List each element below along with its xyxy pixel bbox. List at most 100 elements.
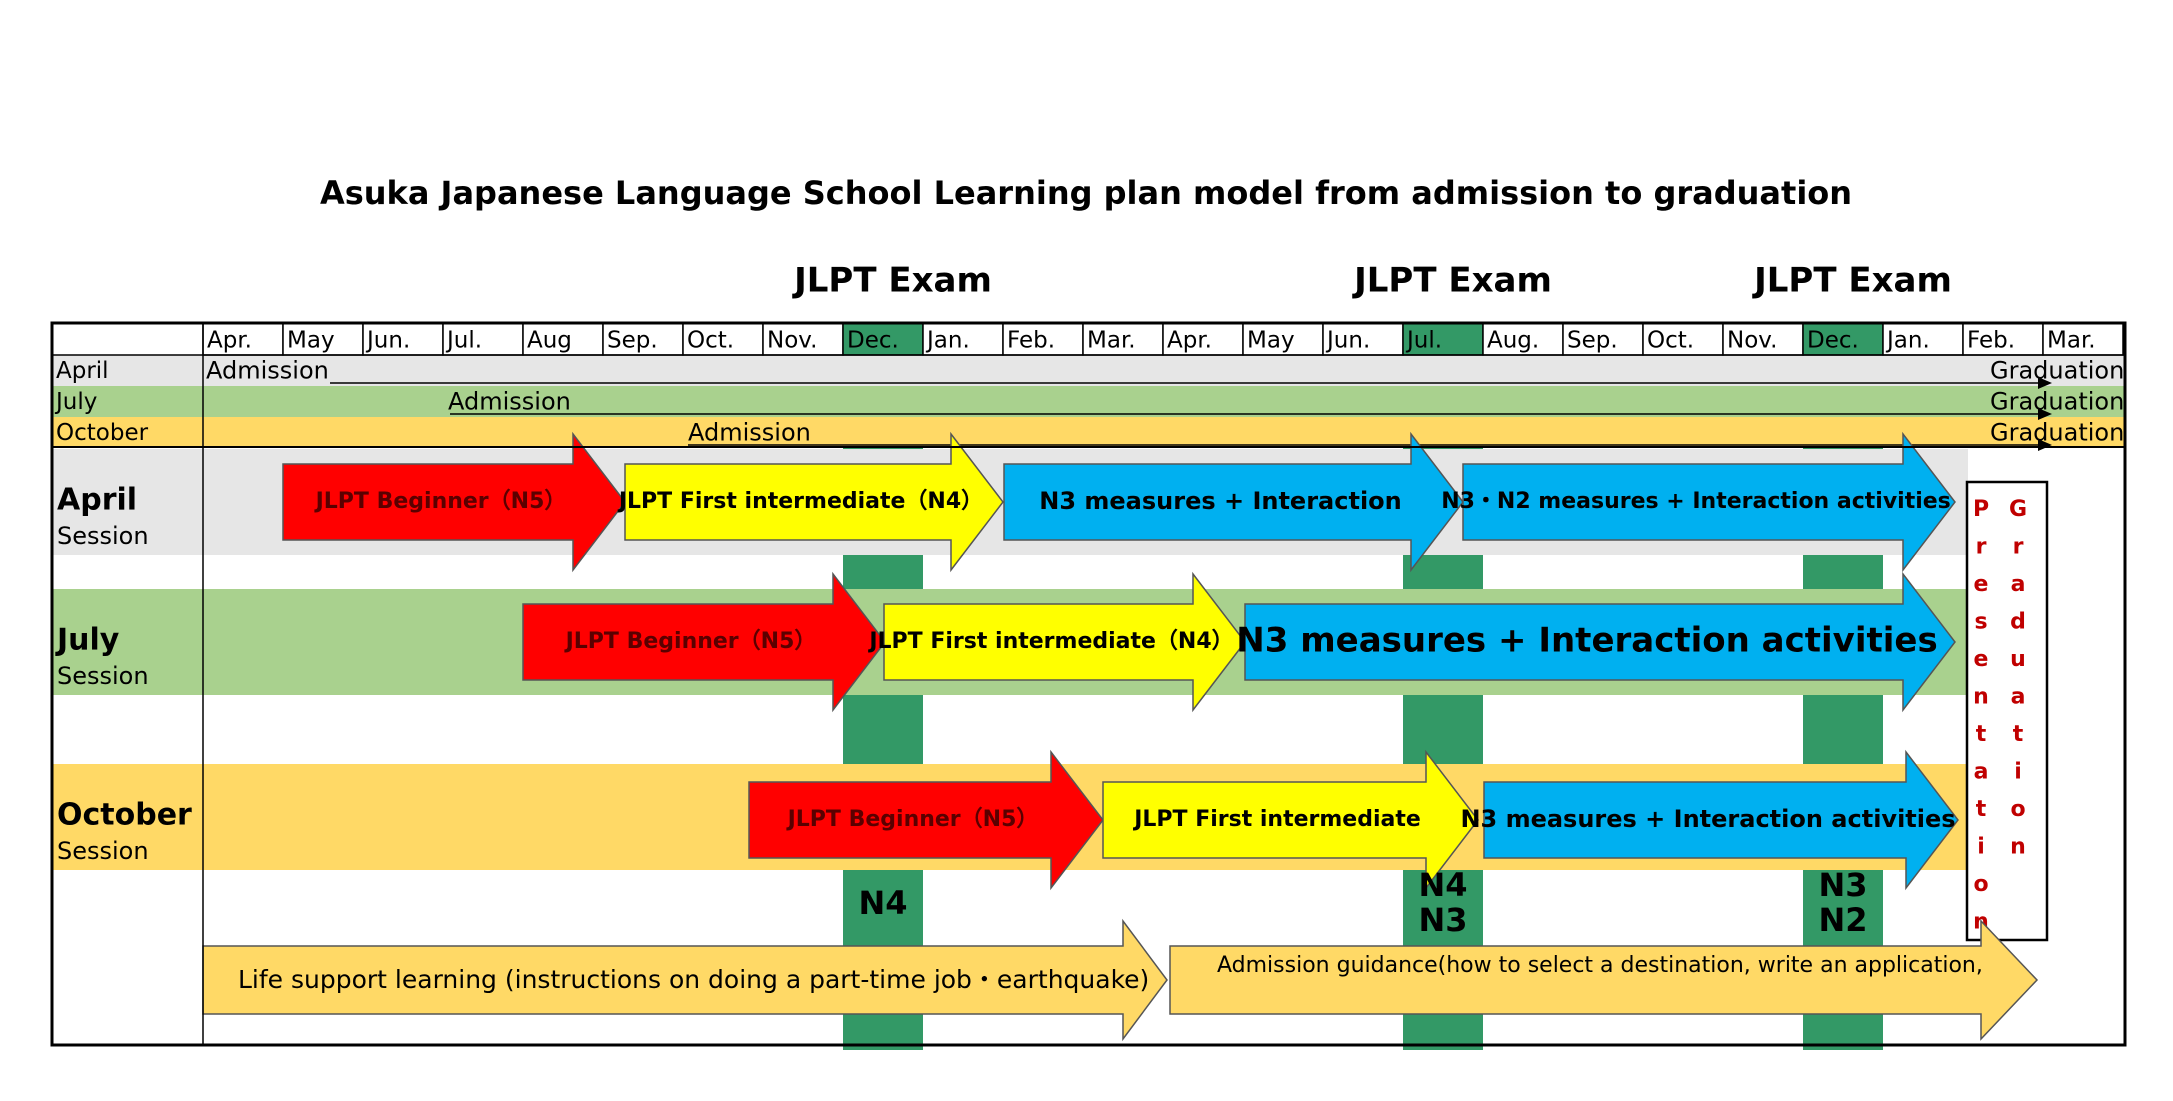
course-arrow-label: N3 measures + Interaction activities (1236, 621, 1937, 661)
month-header-cell (1162, 322, 1244, 356)
exam-level-label: N4 (1418, 866, 1467, 904)
presentation-vertical-text: a (1974, 760, 1989, 785)
course-arrow (1483, 749, 1959, 891)
graduation-vertical-text: i (2014, 760, 2022, 785)
month-label: Apr. (207, 328, 252, 354)
session-suffix: Session (57, 522, 149, 550)
admission-row-band (52, 386, 2125, 417)
month-label: May (287, 328, 335, 354)
admission-row-name: October (56, 420, 149, 446)
support-arrow-label: Life support learning (instructions on d… (238, 965, 1149, 994)
graduation-vertical-text: d (2010, 610, 2026, 635)
graduation-vertical-text: r (2013, 535, 2024, 560)
course-arrow-label: N3 measures + Interaction activities (1460, 805, 1955, 833)
month-label: Jul. (1405, 328, 1442, 354)
presentation-vertical-text: e (1974, 647, 1989, 672)
exam-level-label: N3 (1818, 866, 1867, 904)
admission-row-band (52, 355, 2125, 386)
month-label: Aug. (1487, 328, 1539, 354)
graduation-vertical-text: u (2010, 647, 2026, 672)
month-label: Oct. (687, 328, 734, 354)
month-label: Jun. (1325, 328, 1370, 354)
jlpt-exam-label: JLPT Exam (1752, 261, 1952, 301)
presentation-vertical-text: o (1973, 872, 1988, 897)
support-arrow-label: Admission guidance(how to select a desti… (1217, 953, 1983, 978)
presentation-vertical-text: P (1973, 497, 1989, 522)
graduation-label: Graduation (1990, 357, 2124, 385)
month-label: Nov. (1727, 328, 1777, 354)
month-header-cell (602, 322, 684, 356)
exam-level-label: N4 (858, 884, 907, 922)
course-arrow-label: N3・N2 measures + Interaction activities (1441, 489, 1951, 514)
month-label: Oct. (1647, 328, 1694, 354)
month-label: Sep. (1567, 328, 1618, 354)
course-arrow (748, 749, 1104, 891)
admission-label: Admission (206, 357, 329, 385)
presentation-vertical-text: t (1976, 797, 1987, 822)
month-label: Jan. (925, 328, 970, 354)
month-label: Mar. (2047, 328, 2096, 354)
course-arrow (282, 431, 626, 573)
graduation-label: Graduation (1990, 419, 2124, 447)
course-arrow-label: JLPT First intermediate (1132, 807, 1421, 832)
presentation-vertical-text: i (1977, 835, 1985, 860)
course-arrow-label: JLPT Beginner（N5） (314, 489, 567, 514)
table-border (50, 321, 2127, 1047)
month-label: Nov. (767, 328, 817, 354)
graduation-vertical-text: a (2011, 685, 2026, 710)
month-label: Jan. (1885, 328, 1930, 354)
presentation-vertical-text: r (1976, 535, 1987, 560)
admission-row-name: April (56, 358, 109, 384)
month-header-cell (1882, 322, 1964, 356)
admission-label: Admission (448, 388, 571, 416)
month-header-cell (1082, 322, 1164, 356)
graduation-label: Graduation (1990, 388, 2124, 416)
graduation-vertical-text: G (2009, 497, 2027, 522)
month-label: Feb. (1967, 328, 2015, 354)
graduation-vertical-text: n (2010, 835, 2026, 860)
presentation-graduation-box (1965, 480, 2049, 942)
presentation-vertical-text: t (1976, 722, 1987, 747)
month-header-cell (1402, 322, 1484, 356)
exam-level-label: N3 (1418, 901, 1467, 939)
support-arrow (202, 918, 1168, 1042)
month-label: Jul. (445, 328, 482, 354)
course-arrow-label: JLPT First intermediate（N4） (617, 489, 983, 514)
admission-row-band (52, 417, 2125, 448)
admission-timeline-arrowhead (2038, 408, 2052, 420)
month-label: Dec. (847, 328, 899, 354)
admission-label: Admission (688, 419, 811, 447)
course-arrow (883, 571, 1246, 713)
session-name: April (57, 483, 137, 518)
presentation-vertical-text: e (1974, 572, 1989, 597)
exam-level-label: N2 (1818, 901, 1867, 939)
admission-row-name: July (54, 389, 97, 415)
course-arrow-label: JLPT Beginner（N5） (786, 807, 1039, 832)
session-suffix: Session (57, 837, 149, 865)
course-arrow (1003, 431, 1464, 573)
course-arrow-label: N3 measures + Interaction (1039, 487, 1402, 515)
jlpt-exam-label: JLPT Exam (1352, 261, 1552, 301)
month-label: Apr. (1167, 328, 1212, 354)
month-label: May (1247, 328, 1295, 354)
presentation-vertical-text: s (1974, 610, 1987, 635)
month-header-cell (1642, 322, 1724, 356)
graduation-vertical-text: t (2013, 722, 2024, 747)
support-arrow (1169, 919, 2039, 1041)
month-label: Mar. (1087, 328, 1136, 354)
month-label: Feb. (1007, 328, 1055, 354)
month-header-cell (2042, 322, 2124, 356)
course-arrow-label: JLPT First intermediate（N4） (867, 629, 1233, 654)
graduation-vertical-text: o (2010, 797, 2025, 822)
month-label: Jun. (365, 328, 410, 354)
session-name: October (57, 798, 192, 833)
course-arrow (1462, 431, 1956, 573)
admission-timeline-arrowhead (2038, 377, 2052, 389)
presentation-vertical-text: n (1973, 685, 1989, 710)
month-header-cell (1482, 322, 1564, 356)
month-label: Sep. (607, 328, 658, 354)
graduation-vertical-text: a (2011, 572, 2026, 597)
month-label: Aug (527, 328, 572, 354)
course-arrow-label: JLPT Beginner（N5） (564, 629, 817, 654)
